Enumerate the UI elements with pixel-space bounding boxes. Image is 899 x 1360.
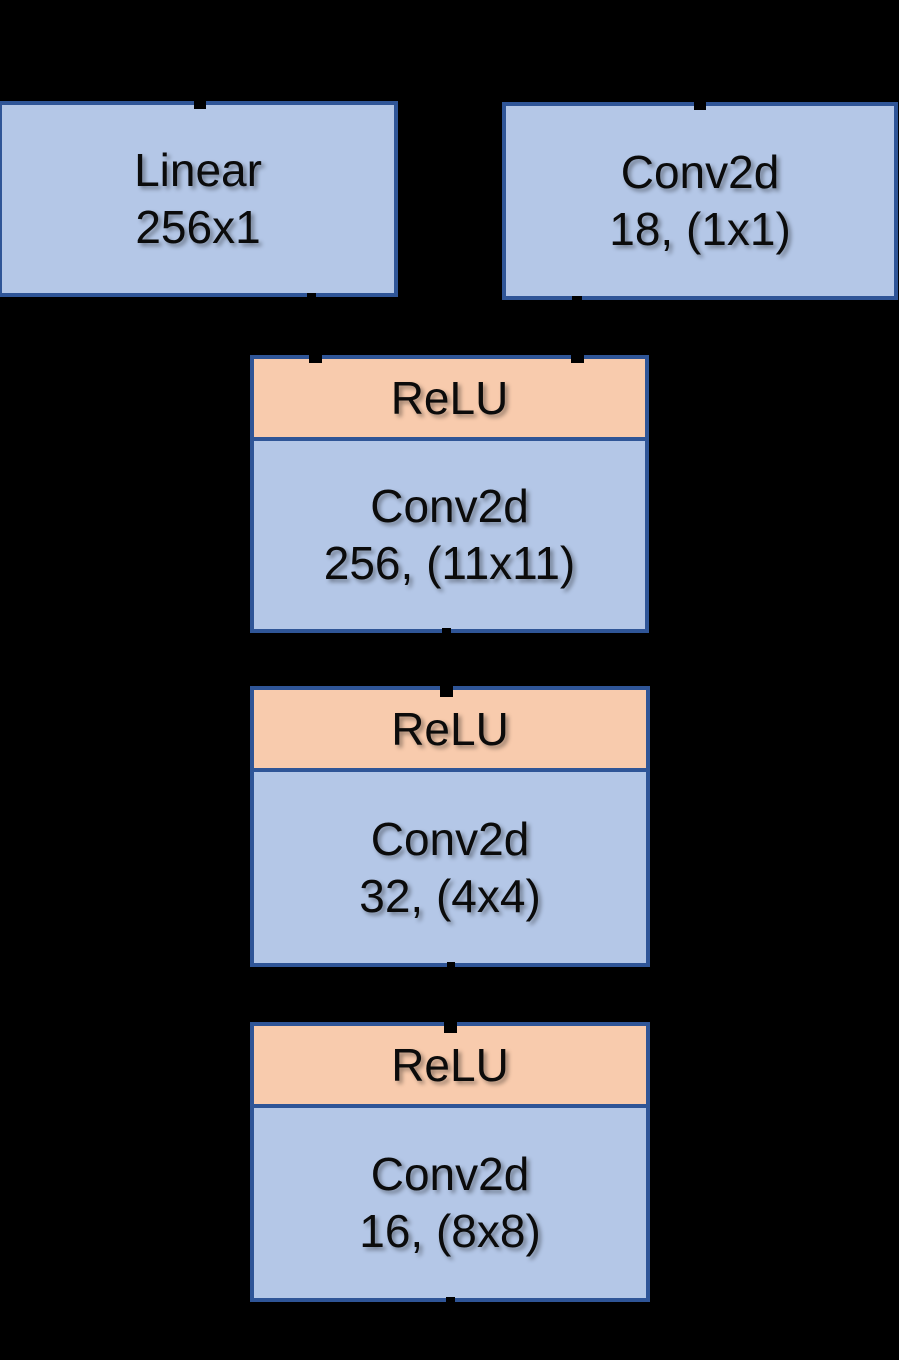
conv2d-8x8-layer-params: 16, (8x8) bbox=[359, 1205, 541, 1257]
conv2d-8x8-body: Conv2d 16, (8x8) bbox=[254, 1108, 646, 1298]
linear-layer-shape: 256x1 bbox=[135, 201, 261, 253]
conv2d-4x4-layer-name: Conv2d bbox=[370, 812, 530, 865]
conv2d-11x11-layer-name: Conv2d bbox=[370, 480, 529, 532]
linear-layer-box: Linear 256x1 bbox=[0, 101, 398, 297]
linear-layer-name: Linear bbox=[134, 144, 262, 196]
conv2d-11x11-body: Conv2d 256, (11x11) bbox=[254, 441, 645, 629]
arrowhead-mark bbox=[447, 962, 455, 970]
conv2d-11x11-block: ReLU Conv2d 256, (11x11) bbox=[250, 355, 649, 633]
relu-header: ReLU bbox=[254, 1026, 646, 1108]
relu-header: ReLU bbox=[254, 359, 645, 441]
arrowhead-mark bbox=[572, 296, 582, 304]
arrowhead-mark bbox=[442, 628, 451, 636]
conv2d-8x8-layer-name: Conv2d bbox=[370, 1148, 530, 1200]
relu-label: ReLU bbox=[390, 371, 509, 424]
conv2d-4x4-body: Conv2d 32, (4x4) bbox=[254, 772, 646, 963]
arrowhead-mark bbox=[440, 686, 453, 697]
arrowhead-mark bbox=[307, 293, 316, 301]
conv2d-8x8-block: ReLU Conv2d 16, (8x8) bbox=[250, 1022, 650, 1302]
conv2d-4x4-layer-params: 32, (4x4) bbox=[359, 869, 541, 922]
relu-label: ReLU bbox=[391, 702, 509, 755]
arrowhead-mark bbox=[194, 101, 206, 109]
arrowhead-mark bbox=[571, 355, 584, 363]
conv2d-1x1-layer-name: Conv2d bbox=[620, 146, 780, 198]
arrowhead-mark bbox=[446, 1297, 455, 1305]
arrowhead-mark bbox=[309, 355, 322, 363]
arrowhead-mark bbox=[694, 102, 706, 110]
arrowhead-mark bbox=[444, 1022, 457, 1033]
conv2d-4x4-block: ReLU Conv2d 32, (4x4) bbox=[250, 686, 650, 967]
conv2d-1x1-layer-params: 18, (1x1) bbox=[609, 203, 791, 255]
conv2d-1x1-layer-box: Conv2d 18, (1x1) bbox=[502, 102, 898, 300]
conv2d-11x11-layer-params: 256, (11x11) bbox=[323, 537, 576, 589]
relu-label: ReLU bbox=[391, 1038, 509, 1091]
relu-header: ReLU bbox=[254, 690, 646, 772]
